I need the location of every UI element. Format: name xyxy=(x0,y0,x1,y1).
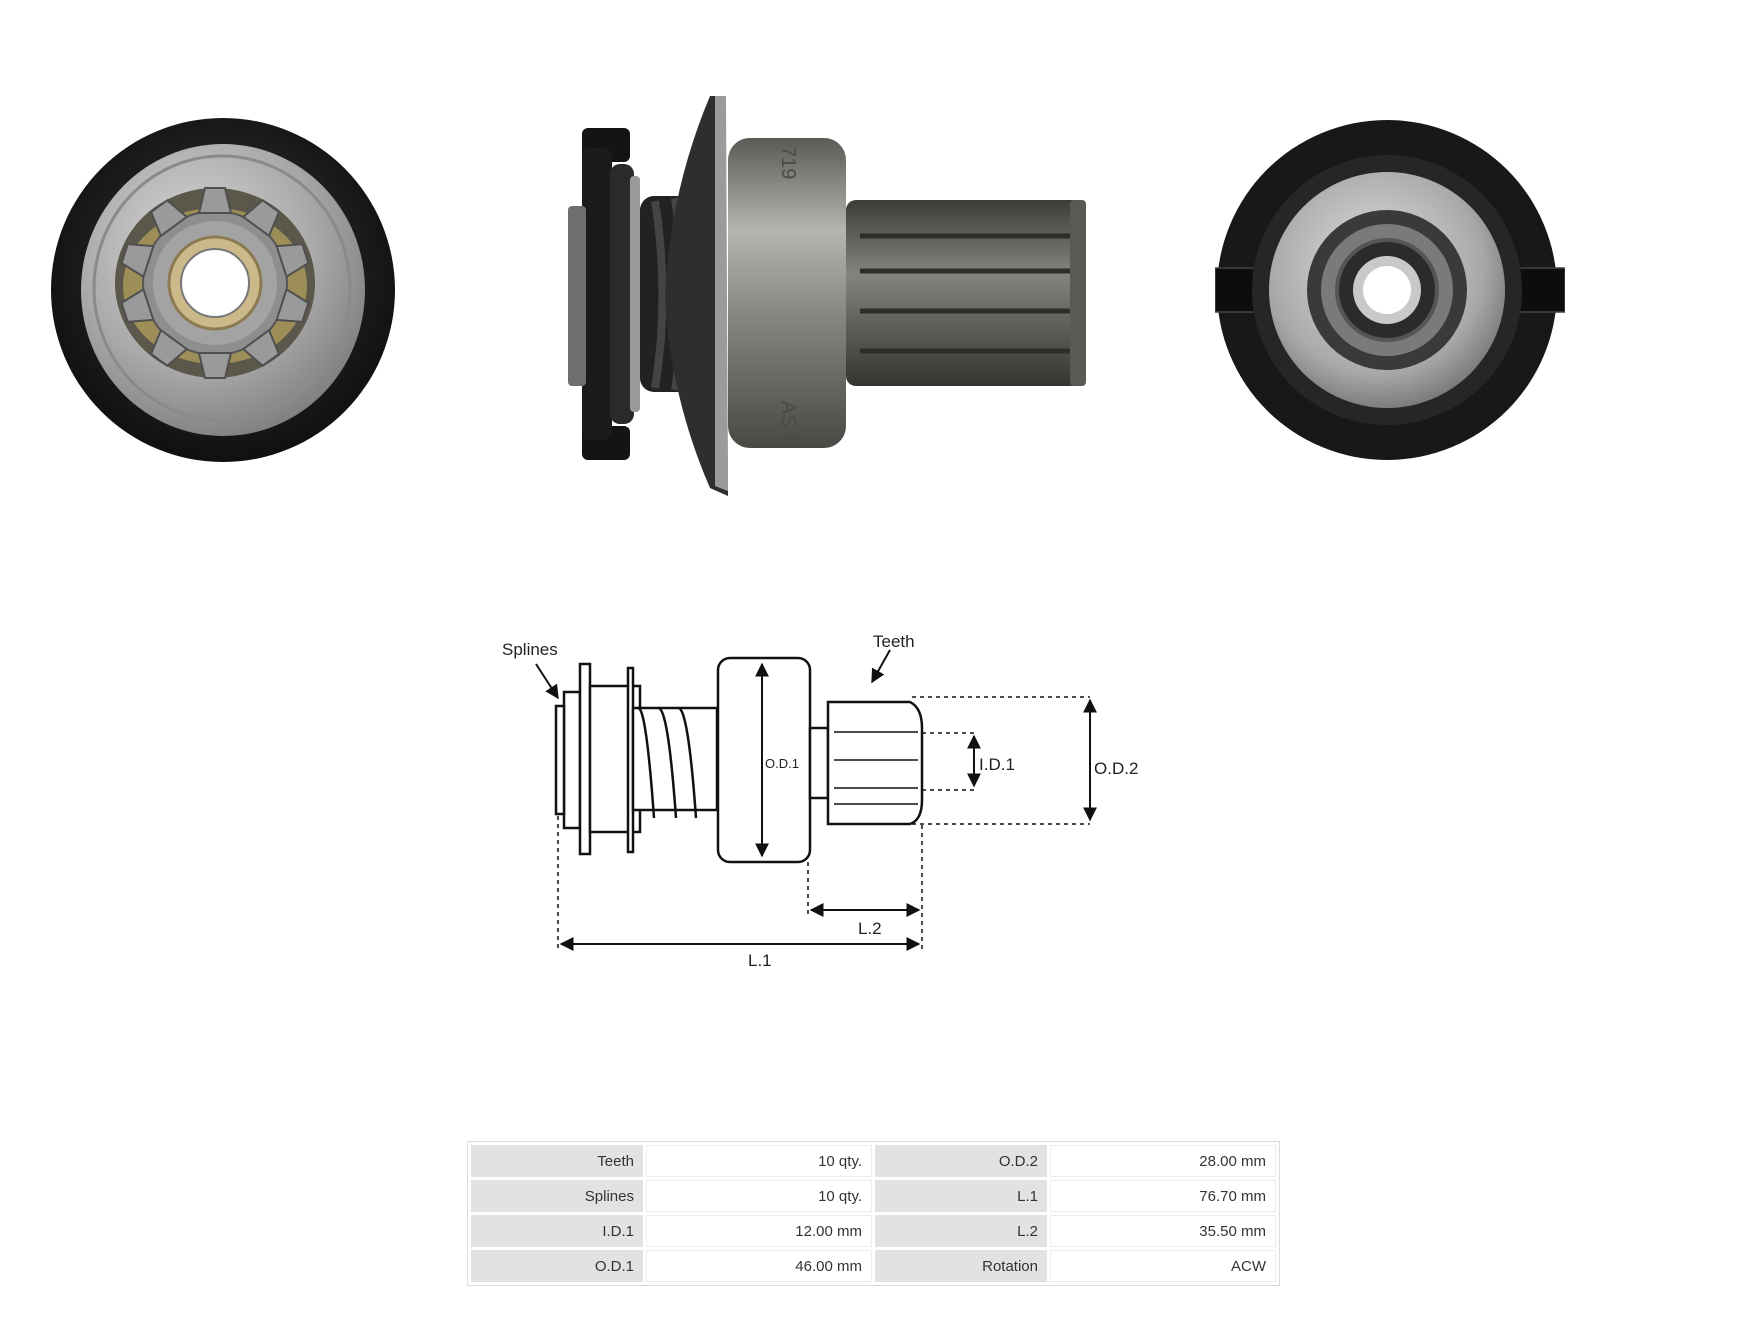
spec-key: Splines xyxy=(471,1180,643,1212)
id1-label: I.D.1 xyxy=(979,755,1015,774)
rear-view-photo xyxy=(1215,120,1565,460)
right-lug xyxy=(1516,267,1565,313)
housing-rim xyxy=(92,154,352,422)
cone-flange xyxy=(665,96,728,496)
clutch-housing xyxy=(728,138,846,448)
spec-value: 35.50 mm xyxy=(1050,1215,1276,1247)
drawing-rear-collar xyxy=(562,690,582,830)
washer xyxy=(610,164,634,424)
drawing-pinion-hub xyxy=(808,726,830,800)
pinion-gear xyxy=(120,187,310,379)
od2-label: O.D.2 xyxy=(1094,759,1138,778)
drawing-washer xyxy=(578,662,592,856)
side-view-photo: 719 AS S xyxy=(568,96,1086,496)
left-lug xyxy=(1215,267,1256,313)
dimension-diagram: Splines Teeth O.D.1 I.D.1 O.D.2 L.2 L.1 xyxy=(502,632,1138,970)
spec-value: 12.00 mm xyxy=(646,1215,872,1247)
pinion-body xyxy=(846,200,1086,386)
teeth-label: Teeth xyxy=(873,632,915,651)
washer-edge xyxy=(630,176,640,412)
housing-marking-bottom: AS S xyxy=(777,401,799,447)
drawing-pinion xyxy=(826,700,924,826)
pinion-teeth-grooves xyxy=(860,233,1080,354)
splines-label: Splines xyxy=(502,640,558,659)
spec-key: O.D.1 xyxy=(471,1250,643,1282)
spec-value: ACW xyxy=(1050,1250,1276,1282)
rear-collar xyxy=(582,148,612,440)
splines-leader xyxy=(535,663,559,700)
spec-value: 46.00 mm xyxy=(646,1250,872,1282)
spec-key: L.2 xyxy=(875,1215,1047,1247)
rear-bore xyxy=(1363,266,1411,314)
spec-key: O.D.2 xyxy=(875,1145,1047,1177)
housing-marking-top: 719 xyxy=(777,146,799,179)
spec-key: Teeth xyxy=(471,1145,643,1177)
flange-edge xyxy=(715,96,728,491)
front-view-photo xyxy=(51,118,395,462)
drawing-spring-coils xyxy=(637,706,698,819)
spec-value: 10 qty. xyxy=(646,1180,872,1212)
drawing-collar-face xyxy=(554,704,566,816)
spec-key: Rotation xyxy=(875,1250,1047,1282)
spec-value: 10 qty. xyxy=(646,1145,872,1177)
spec-value: 76.70 mm xyxy=(1050,1180,1276,1212)
spec-value: 28.00 mm xyxy=(1050,1145,1276,1177)
od1-label: O.D.1 xyxy=(765,756,799,771)
l2-label: L.2 xyxy=(858,919,882,938)
pinion-end-face xyxy=(1070,200,1086,386)
spec-key: L.1 xyxy=(875,1180,1047,1212)
rear-collar-face xyxy=(568,206,586,386)
shaft-bore xyxy=(180,248,250,318)
spec-key: I.D.1 xyxy=(471,1215,643,1247)
l1-label: L.1 xyxy=(748,951,772,970)
teeth-leader xyxy=(871,649,891,684)
